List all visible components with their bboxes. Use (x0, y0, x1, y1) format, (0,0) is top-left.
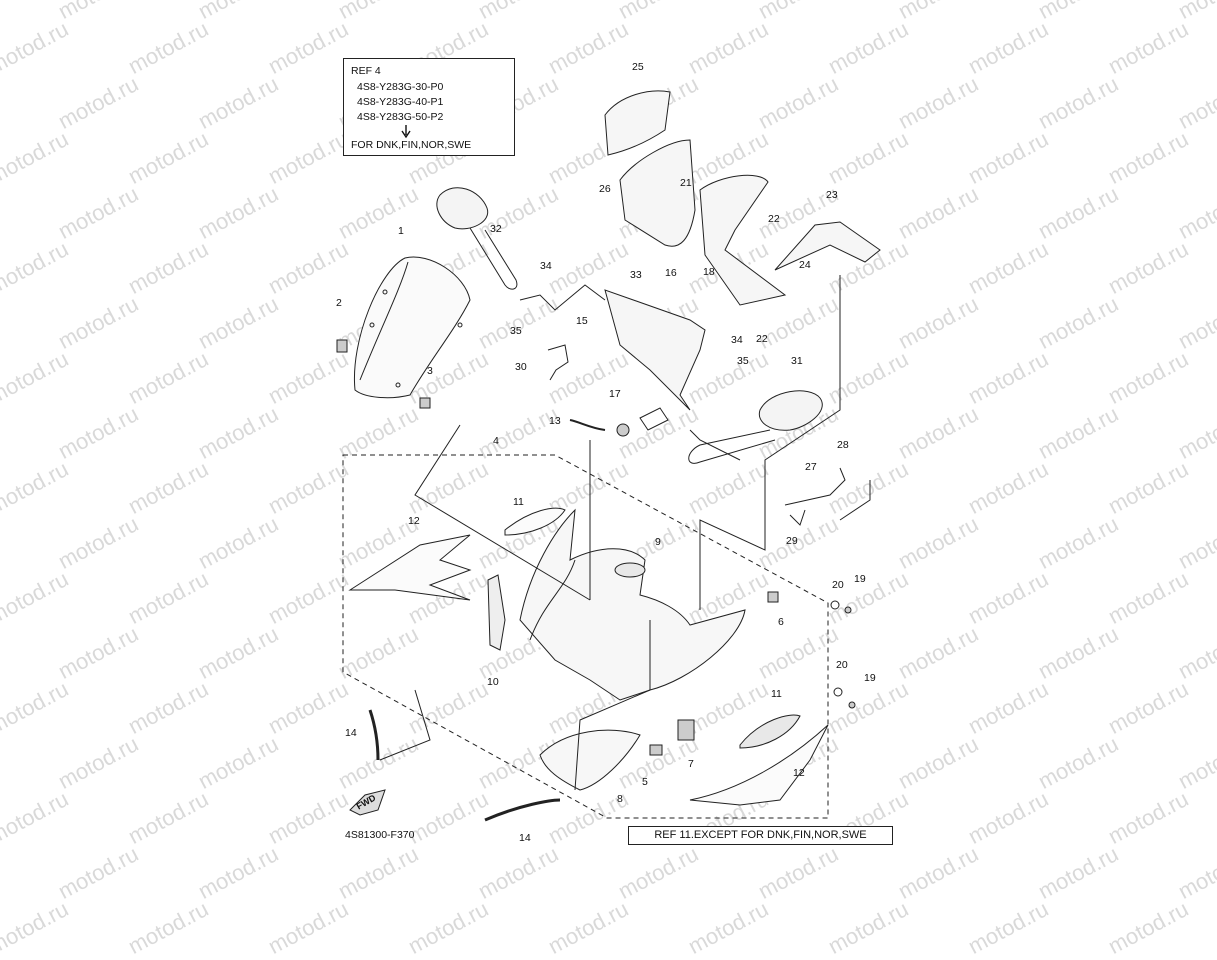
part-number-label: 33 (630, 269, 642, 281)
part-number-label: 35 (737, 355, 749, 367)
front-cowling (519, 508, 746, 701)
screw-2 (336, 339, 348, 353)
part-number-label: 5 (642, 776, 648, 788)
exploded-view-drawing (336, 90, 881, 822)
part-number-label: 9 (655, 536, 661, 548)
fwd-arrow-icon (349, 789, 386, 816)
part-number-label: 19 (864, 672, 876, 684)
decal-12-left (348, 534, 472, 601)
ref-box: REF 4 4S8-Y283G-30-P0 4S8-Y283G-40-P1 4S… (343, 58, 515, 156)
diagram-code: 4S81300-F370 (345, 829, 415, 841)
part-number-label: 14 (345, 727, 357, 739)
inner-panel-21 (619, 139, 696, 247)
part-number-label: 11 (513, 496, 524, 508)
part-number-label: 12 (408, 515, 420, 527)
part-number-label: 30 (515, 361, 527, 373)
bottom-ref-note: REF 11.EXCEPT FOR DNK,FIN,NOR,SWE (628, 826, 893, 845)
part-number-label: 17 (609, 388, 621, 400)
assembly-4-boundary (342, 454, 829, 819)
part-number-label: 18 (703, 266, 715, 278)
part-number-label: 6 (778, 616, 784, 628)
part-number-label: 12 (793, 767, 805, 779)
part-number-label: 16 (665, 267, 677, 279)
part-number-label: 23 (826, 189, 838, 201)
panel-10 (487, 574, 506, 651)
part-number-label: 32 (490, 223, 502, 235)
part-number-label: 22 (756, 333, 768, 345)
part-number-label: 14 (519, 832, 531, 844)
part-number-label: 3 (427, 365, 433, 377)
side-cowl-8 (539, 729, 641, 791)
part-number-label: 26 (599, 183, 611, 195)
bracket-23 (774, 221, 881, 271)
decal-12-right (689, 724, 829, 806)
stay-15 (604, 289, 706, 411)
part-number-label: 27 (805, 461, 817, 473)
part-number-label: 7 (688, 758, 694, 770)
part-number-label: 8 (617, 793, 623, 805)
part-number-label: 20 (836, 659, 848, 671)
ref-box-title: REF 4 (351, 65, 381, 77)
mirror-31 (758, 390, 823, 431)
part-number-label: 13 (549, 415, 561, 427)
part-number-label: 29 (786, 535, 798, 547)
ref-code-1: 4S8-Y283G-30-P0 (357, 81, 444, 93)
part-number-label: 34 (731, 334, 743, 346)
mirror-32 (436, 187, 489, 230)
part-number-label: 2 (336, 297, 342, 309)
part-number-label: 19 (854, 573, 866, 585)
part-number-label: 15 (576, 315, 588, 327)
arrow-down-icon (401, 125, 411, 139)
part-number-label: 28 (837, 439, 849, 451)
part-number-label: 11 (771, 688, 782, 700)
part-number-label: 10 (487, 676, 499, 688)
ref-code-3: 4S8-Y283G-50-P2 (357, 111, 444, 123)
part-number-label: 1 (398, 225, 404, 237)
part-number-label: 24 (799, 259, 811, 271)
cowling-top-25 (604, 90, 671, 156)
nut-3 (419, 397, 431, 409)
decal-11-top (504, 507, 566, 536)
part-number-label: 34 (540, 260, 552, 272)
part-number-label: 4 (493, 435, 499, 447)
part-number-label: 21 (680, 177, 692, 189)
part-number-label: 20 (832, 579, 844, 591)
ref-code-2: 4S8-Y283G-40-P1 (357, 96, 444, 108)
part-number-label: 25 (632, 61, 644, 73)
part-number-label: 22 (768, 213, 780, 225)
ref-box-note: FOR DNK,FIN,NOR,SWE (351, 139, 472, 151)
part-number-label: 35 (510, 325, 522, 337)
duct-22 (699, 174, 787, 306)
part-number-label: 31 (791, 355, 803, 367)
